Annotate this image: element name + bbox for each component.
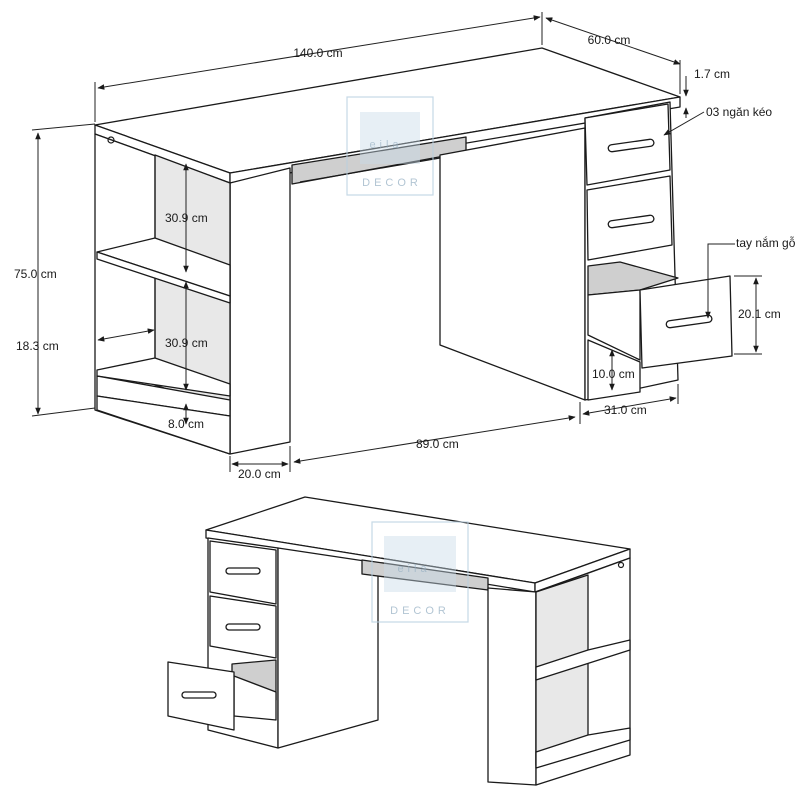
- watermark-logo-icon: [360, 112, 420, 164]
- center-panel-2: [487, 587, 537, 786]
- watermark-frame: [346, 96, 434, 196]
- dim-drawer-unit-line: [582, 396, 677, 416]
- label-depth: 60.0 cm: [588, 33, 631, 47]
- label-drawers-note: 03 ngăn kéo: [706, 105, 772, 119]
- drawer-b2-handle-icon: [225, 623, 261, 631]
- label-top-thickness: 1.7 cm: [694, 67, 730, 81]
- dimension-labels-top: 140.0 cm 60.0 cm 1.7 cm 03 ngăn kéo 75.0…: [14, 33, 796, 481]
- cam-lock-icon: [107, 136, 115, 144]
- shelf-lower: [96, 357, 231, 397]
- desk-bottom-drawing: [167, 496, 631, 786]
- center-support-panel: [439, 127, 586, 401]
- drawer-1-handle-icon: [607, 138, 655, 153]
- drawer-2-handle-icon: [607, 214, 655, 229]
- drawer-3-box-side: [587, 289, 641, 361]
- watermark-logo-icon-2: [384, 536, 456, 592]
- leader-drawers: [663, 111, 705, 136]
- desk-top-drawing: [94, 47, 733, 455]
- label-shelf-lower: 30.9 cm: [165, 336, 208, 350]
- label-shelf-depth: 18.3 cm: [16, 339, 59, 353]
- drawer-b3-handle-icon: [181, 691, 217, 699]
- dim-depth-line: [545, 17, 681, 65]
- label-shelf-upper: 30.9 cm: [165, 211, 208, 225]
- label-knee-space: 89.0 cm: [416, 437, 459, 451]
- dimension-lines-top: [31, 12, 762, 472]
- label-handle-note: tay nắm gỗ: [736, 235, 796, 250]
- cam-lock-icon-2: [617, 561, 625, 569]
- label-drawer-unit-width: 31.0 cm: [604, 403, 647, 417]
- label-height: 75.0 cm: [14, 267, 57, 281]
- leader-handle: [705, 243, 735, 319]
- drawer-unit-side-2: [277, 547, 379, 749]
- drawer-3-handle-icon: [665, 314, 713, 329]
- label-drawer-height: 20.1 cm: [738, 307, 781, 321]
- dim-knee-space-line: [293, 415, 576, 464]
- label-shelf-width: 20.0 cm: [238, 467, 281, 481]
- drawer-3-cavity: [587, 261, 679, 296]
- shelf-2-upper: [535, 639, 631, 681]
- shelf-unit-side: [229, 167, 291, 455]
- shelf-2-lower: [535, 727, 631, 769]
- watermark-top: eila DECOR: [346, 96, 434, 196]
- drawer-b1-handle-icon: [225, 567, 261, 575]
- label-plinth: 8.0 cm: [168, 417, 204, 431]
- dim-shelf-depth-line: [97, 328, 155, 342]
- watermark-bottom: eila DECOR: [371, 521, 469, 623]
- label-length: 140.0 cm: [293, 46, 342, 60]
- watermark-frame-2: [371, 521, 469, 623]
- watermark-brand-2: DECOR: [390, 605, 450, 617]
- watermark-mark-2: eila: [397, 563, 430, 575]
- watermark-mark: eila: [369, 139, 402, 151]
- watermark-brand: DECOR: [362, 177, 422, 189]
- label-drawer-plinth: 10.0 cm: [592, 367, 635, 381]
- dim-length-line: [97, 15, 541, 90]
